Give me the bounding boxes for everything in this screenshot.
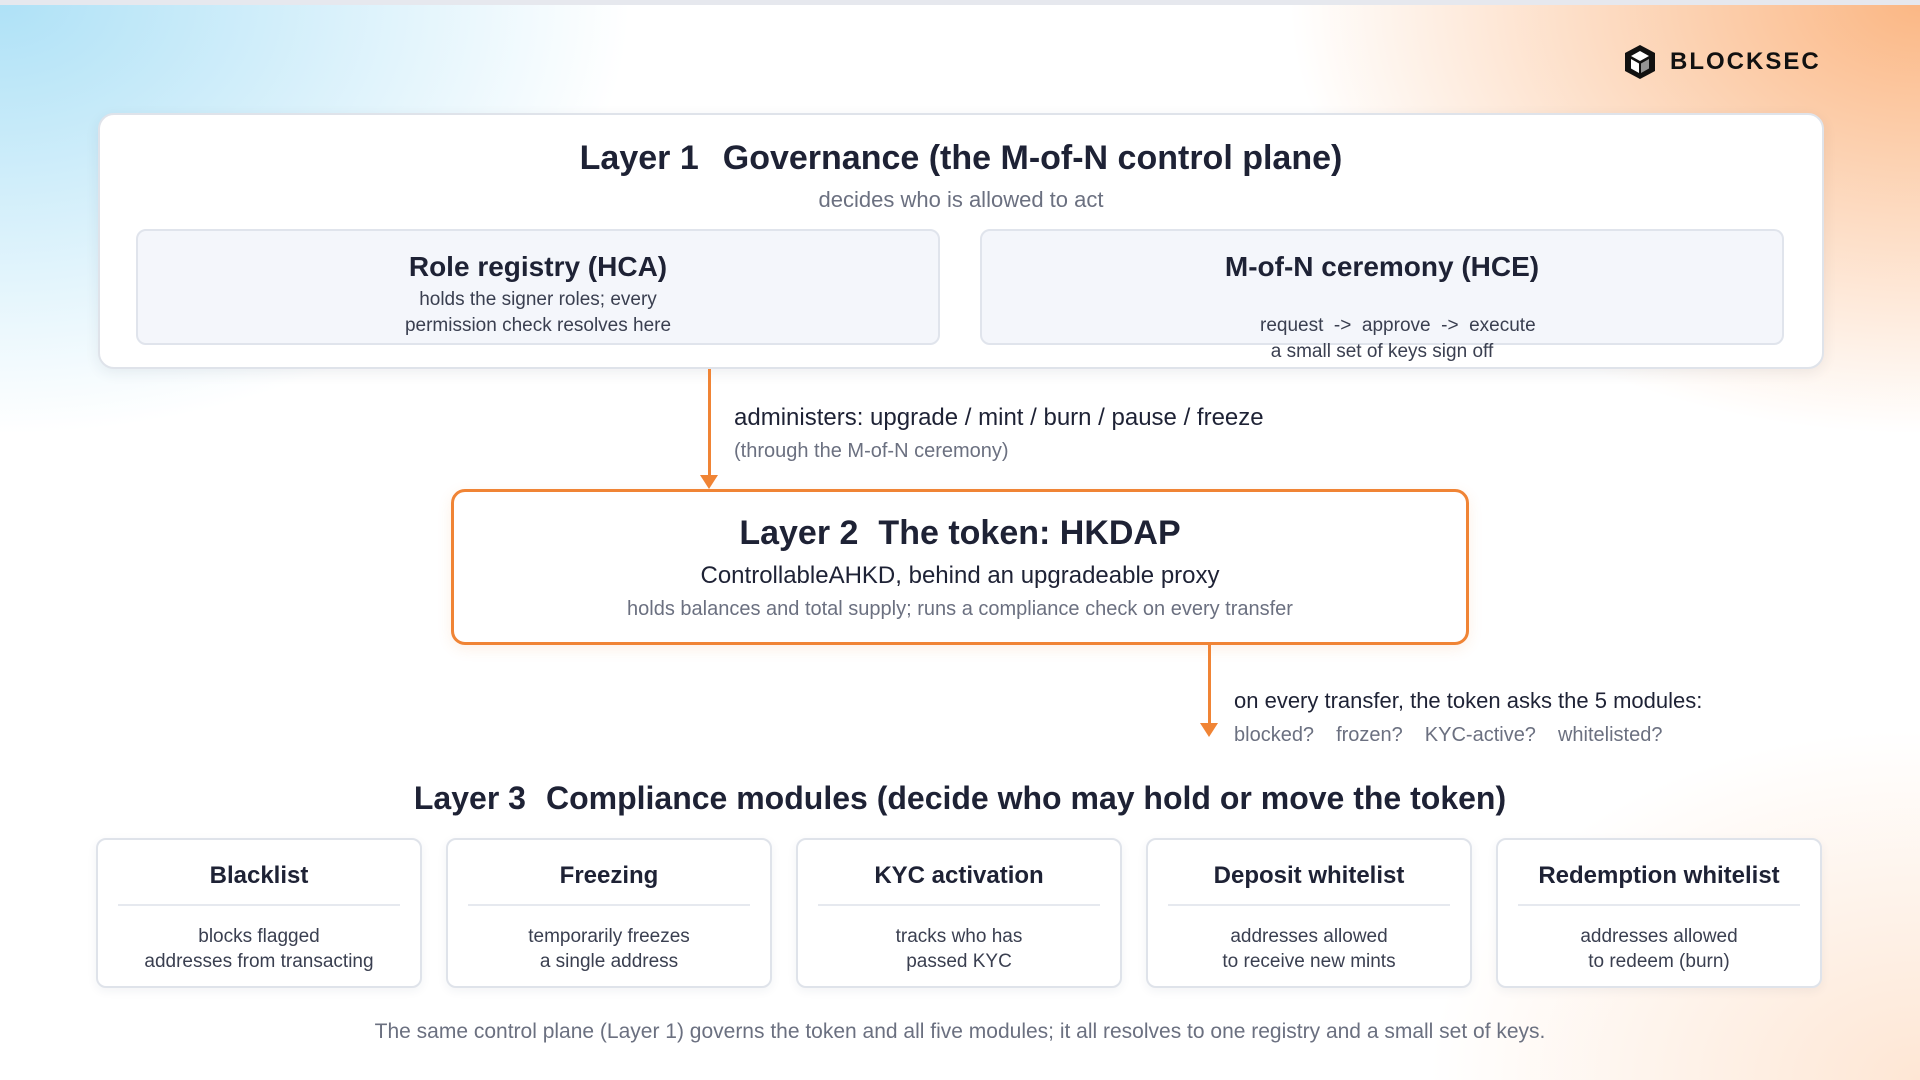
module-description: addresses allowed to redeem (burn) bbox=[1498, 924, 1820, 974]
question-item: whitelisted? bbox=[1557, 724, 1663, 746]
card-line: holds the signer roles; every bbox=[419, 289, 657, 310]
administers-label: administers: upgrade / mint / burn / pau… bbox=[734, 404, 1264, 431]
role-registry-card: Role registry (HCA) holds the signer rol… bbox=[136, 229, 940, 345]
layer3-label: Layer 3 bbox=[413, 780, 526, 816]
layer2-subtitle: ControllableAHKD, behind an upgradeable … bbox=[700, 562, 1220, 589]
brand-logo: BLOCKSEC bbox=[1622, 44, 1821, 80]
layer2-title: The token: HKDAP bbox=[878, 514, 1181, 552]
transfer-questions: blocked? frozen? KYC-active? whitelisted… bbox=[1234, 724, 1662, 747]
module-line: tracks who has bbox=[895, 926, 1023, 947]
module-title: Blacklist bbox=[209, 862, 309, 889]
module-description: temporarily freezes a single address bbox=[448, 924, 770, 974]
module-title: Redemption whitelist bbox=[1538, 862, 1780, 889]
module-line: temporarily freezes bbox=[528, 926, 690, 947]
module-line: addresses allowed bbox=[1580, 926, 1738, 947]
module-title: Freezing bbox=[559, 862, 659, 889]
logo-text: BLOCKSEC bbox=[1670, 48, 1821, 75]
connector-line bbox=[1208, 645, 1211, 725]
module-description: blocks flagged addresses from transacting bbox=[98, 924, 420, 974]
card-description: holds the signer roles; every permission… bbox=[138, 287, 938, 339]
blocksec-logo-icon bbox=[1625, 45, 1655, 79]
layer3-title: Compliance modules (decide who may hold … bbox=[545, 780, 1507, 816]
layer2-heading: Layer 2 The token: HKDAP bbox=[454, 514, 1466, 553]
layer1-panel: Layer 1 Governance (the M-of-N control pl… bbox=[98, 113, 1824, 369]
layer1-heading: Layer 1 Governance (the M-of-N control pl… bbox=[100, 139, 1822, 178]
module-kyc-activation: KYC activation tracks who has passed KYC bbox=[796, 838, 1122, 988]
card-description: request -> approve -> execute a small set… bbox=[982, 287, 1782, 391]
module-line: addresses allowed bbox=[1230, 926, 1388, 947]
module-line: passed KYC bbox=[906, 951, 1012, 972]
card-line: permission check resolves here bbox=[404, 315, 672, 336]
module-line: to redeem (burn) bbox=[1588, 951, 1730, 972]
card-title: Role registry (HCA) bbox=[408, 251, 668, 282]
module-divider bbox=[468, 904, 750, 906]
layer3-heading: Layer 3 Compliance modules (decide who ma… bbox=[0, 780, 1920, 817]
card-line: a small set of keys sign off bbox=[1270, 341, 1494, 362]
module-line: to receive new mints bbox=[1222, 951, 1396, 972]
module-description: addresses allowed to receive new mints bbox=[1148, 924, 1470, 974]
layer2-label: Layer 2 bbox=[739, 514, 859, 552]
transfer-check-label: on every transfer, the token asks the 5 … bbox=[1234, 688, 1703, 713]
module-blacklist: Blacklist blocks flagged addresses from t… bbox=[96, 838, 422, 988]
top-border bbox=[0, 0, 1920, 5]
question-item: frozen? bbox=[1336, 724, 1403, 746]
card-line: request -> approve -> execute bbox=[1260, 315, 1536, 336]
module-description: tracks who has passed KYC bbox=[798, 924, 1120, 974]
question-item: blocked? bbox=[1234, 724, 1315, 746]
layer2-description: holds balances and total supply; runs a … bbox=[627, 598, 1293, 620]
connector-line bbox=[708, 369, 711, 477]
module-divider bbox=[818, 904, 1100, 906]
arrow-down-icon bbox=[700, 475, 718, 489]
module-deposit-whitelist: Deposit whitelist addresses allowed to re… bbox=[1146, 838, 1472, 988]
layer1-label: Layer 1 bbox=[579, 139, 699, 177]
layer2-panel: Layer 2 The token: HKDAP ControllableAHKD… bbox=[451, 489, 1469, 645]
module-divider bbox=[1168, 904, 1450, 906]
module-divider bbox=[118, 904, 400, 906]
module-title: Deposit whitelist bbox=[1213, 862, 1405, 889]
arrow-down-icon bbox=[1200, 723, 1218, 737]
module-divider bbox=[1518, 904, 1800, 906]
administers-sublabel: (through the M-of-N ceremony) bbox=[734, 440, 1009, 462]
module-line: addresses from transacting bbox=[144, 951, 374, 972]
layer1-title: Governance (the M-of-N control plane) bbox=[722, 139, 1343, 177]
module-title: KYC activation bbox=[874, 862, 1044, 889]
question-item: KYC-active? bbox=[1424, 724, 1536, 746]
card-title: M-of-N ceremony (HCE) bbox=[1224, 251, 1540, 282]
footnote: The same control plane (Layer 1) governs… bbox=[374, 1020, 1546, 1043]
mofn-ceremony-card: M-of-N ceremony (HCE) request -> approve… bbox=[980, 229, 1784, 362]
module-line: a single address bbox=[539, 951, 679, 972]
module-line: blocks flagged bbox=[198, 926, 320, 947]
layer1-subtitle: decides who is allowed to act bbox=[818, 187, 1104, 212]
module-redemption-whitelist: Redemption whitelist addresses allowed to… bbox=[1496, 838, 1822, 988]
module-freezing: Freezing temporarily freezes a single add… bbox=[446, 838, 772, 988]
